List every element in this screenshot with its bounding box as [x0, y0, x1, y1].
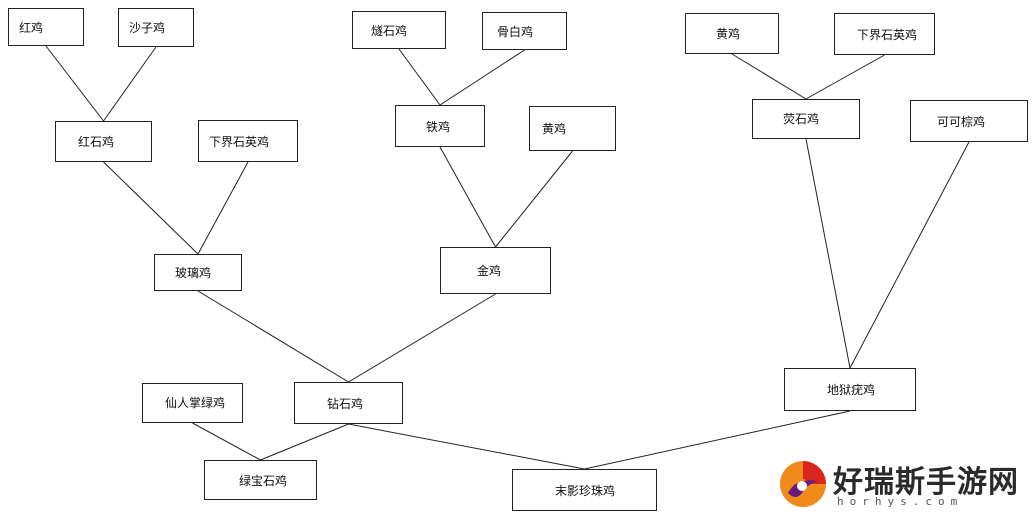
- node-flint-chicken: 燧石鸡: [352, 11, 446, 49]
- edge-n17-n19: [348, 423, 585, 470]
- node-nether-quartz-chicken-right: 下界石英鸡: [834, 13, 935, 55]
- edge-n17-n18: [260, 423, 349, 461]
- node-glowstone-chicken: 荧石鸡: [752, 99, 860, 139]
- node-cactus-green-chicken: 仙人掌绿鸡: [142, 383, 243, 423]
- node-cocoa-brown-chicken: 可可棕鸡: [910, 100, 1028, 142]
- node-nether-quartz-chicken-left: 下界石英鸡: [198, 120, 298, 162]
- node-nether-wart-chicken: 地狱疣鸡: [784, 368, 916, 411]
- edge-n7-n8: [439, 49, 525, 106]
- node-diamond-chicken: 钻石鸡: [294, 382, 403, 424]
- node-emerald-chicken: 绿宝石鸡: [204, 460, 317, 500]
- node-glass-chicken: 玻璃鸡: [154, 254, 242, 291]
- edge-n1-n3: [45, 45, 104, 122]
- node-yellow-chicken-right: 黄鸡: [685, 13, 779, 54]
- edge-n2-n3: [103, 46, 157, 122]
- edge-n15-n19: [584, 410, 851, 470]
- site-logo-icon: [780, 461, 826, 507]
- site-domain: horhys.com: [837, 495, 964, 508]
- edge-n3-n5: [103, 161, 199, 255]
- edge-n12-n13: [805, 54, 885, 100]
- node-yellow-chicken-middle: 黄鸡: [529, 106, 616, 151]
- edge-n11-n13: [731, 53, 807, 100]
- node-gold-chicken: 金鸡: [440, 247, 551, 294]
- node-ender-pearl-chicken: 末影珍珠鸡: [512, 469, 657, 511]
- edge-n6-n8: [398, 48, 441, 106]
- node-red-chicken: 红鸡: [8, 8, 84, 46]
- node-bone-white-chicken: 骨白鸡: [482, 12, 567, 50]
- node-sand-chicken: 沙子鸡: [118, 8, 194, 47]
- edge-n5-n17: [197, 290, 349, 383]
- edge-n16-n18: [192, 422, 261, 461]
- edge-n8-n10: [439, 146, 496, 248]
- edge-n13-n15: [805, 138, 851, 369]
- edge-n4-n5: [197, 161, 249, 255]
- site-watermark: 好瑞斯手游网 horhys.com: [775, 455, 1030, 513]
- node-iron-chicken: 铁鸡: [395, 105, 485, 147]
- edge-n14-n15: [849, 141, 970, 369]
- edge-n10-n17: [348, 293, 496, 383]
- site-name: 好瑞斯手游网: [833, 465, 1019, 500]
- node-redstone-chicken: 红石鸡: [55, 121, 152, 162]
- edge-n9-n10: [495, 150, 573, 248]
